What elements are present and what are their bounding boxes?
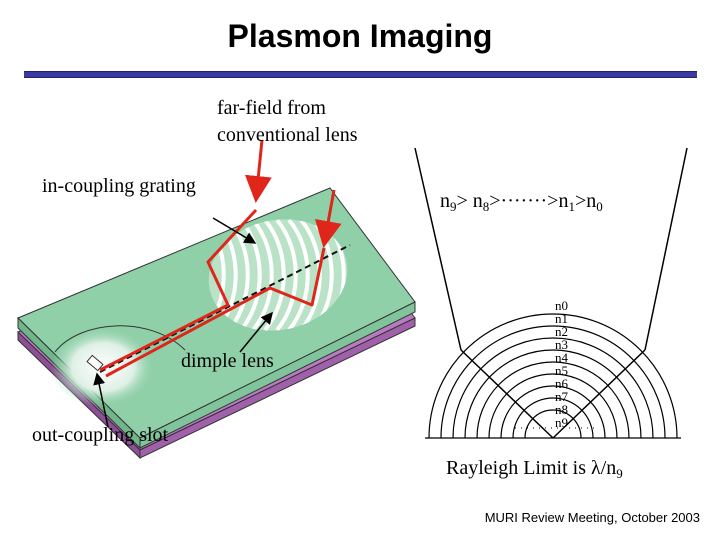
ray-left <box>244 139 272 203</box>
rayleigh-limit: Rayleigh Limit is λ/n9 <box>446 457 623 481</box>
far-field-label-2: conventional lens <box>217 124 358 146</box>
leader-out-coupling <box>93 372 109 428</box>
layer-label-n2: n2 <box>555 324 568 339</box>
ray-right <box>315 189 342 248</box>
leader-dimple <box>239 311 273 353</box>
in-coupling-label: in-coupling grating <box>42 175 196 197</box>
page-title: Plasmon Imaging <box>227 18 493 54</box>
layer-arcs <box>425 313 681 439</box>
layer-label-n0: n0 <box>555 298 568 313</box>
out-coupling-slot <box>86 354 104 372</box>
layer-label-n8: n8 <box>555 402 568 417</box>
title-underline <box>24 71 697 78</box>
footer-text: MURI Review Meeting, October 2003 <box>484 510 700 525</box>
leader-in-coupling <box>212 217 257 244</box>
dimple-lens-label: dimple lens <box>181 350 274 372</box>
layer-label-n4: n4 <box>555 350 568 365</box>
layer-label-n1: n1 <box>555 311 568 326</box>
out-coupling-label: out-coupling slot <box>32 424 169 446</box>
incident-rays <box>99 139 342 378</box>
layer-label-n9: n9 <box>555 415 568 430</box>
lambda-symbol: λ <box>591 457 601 479</box>
layer-label-n7: n7 <box>555 389 568 404</box>
layer-label-n5: n5 <box>555 363 568 378</box>
layer-label-n3: n3 <box>555 337 568 352</box>
far-field-label-1: far-field from <box>217 97 326 119</box>
index-order: n9> n8>·······>n1>n0 <box>440 190 603 214</box>
surface-plasmon-path <box>99 244 351 373</box>
layer-label-n6: n6 <box>555 376 568 391</box>
